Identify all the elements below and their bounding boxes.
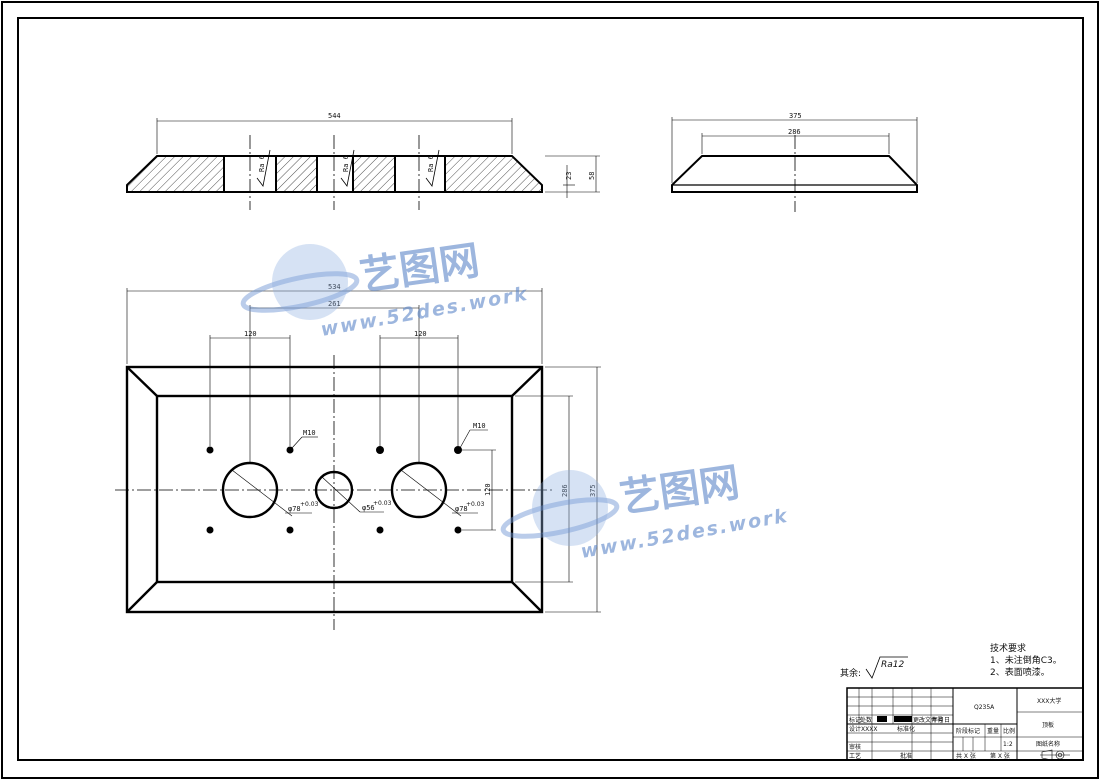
hole-right-diameter: φ78 — [455, 505, 468, 513]
vertical-span-dimension: 120 — [484, 483, 492, 496]
watermark-logo-2: 艺图网 www.52des.work — [500, 460, 790, 563]
section-mid-right — [352, 155, 396, 193]
side-inner-dimension: 286 — [788, 128, 801, 136]
thread-label-right: M10 — [473, 422, 486, 430]
roughness-note-value: Ra12 — [881, 660, 904, 670]
tb-sheet-no: 第 X 张 — [990, 752, 1010, 760]
thread-label-left: M10 — [303, 429, 316, 437]
roughness-note: 其余: Ra12 — [840, 656, 908, 679]
tb-part-name: 顶板 — [1042, 721, 1054, 729]
threaded-hole-6 — [286, 526, 294, 534]
hole-center — [314, 470, 354, 510]
tb-designed-label: 设计 — [849, 725, 861, 733]
threaded-hole-8 — [454, 526, 462, 534]
title-block-text: 标记 处数 更改文件号 年月日 设计 XXXX 标准化 审核 工艺 批准 Q23… — [849, 697, 1061, 760]
hole-left-diameter: φ78 — [288, 505, 301, 513]
threaded-hole-2 — [286, 446, 294, 454]
top-width-dimension: 534 — [328, 283, 341, 291]
tb-process-label: 工艺 — [849, 752, 861, 760]
tb-change-doc-label: 更改文件号 — [913, 716, 943, 724]
tb-approved-label: 批准 — [900, 752, 912, 760]
tb-standard-label: 标准化 — [897, 725, 915, 733]
hole-center-tolerance: +0.03 — [373, 500, 392, 507]
tb-checked-label: 审核 — [849, 743, 861, 751]
hole-center-diameter: φ56 — [362, 504, 375, 512]
hole-left-tolerance: +0.03 — [300, 501, 319, 508]
side-outer-dimension: 375 — [789, 112, 802, 120]
threaded-hole-7 — [376, 526, 384, 534]
section-left — [126, 155, 225, 193]
tech-req-item-2: 2、表面喷漆。 — [990, 666, 1050, 678]
tb-scale-label: 比例 — [1003, 727, 1015, 735]
front-height-dimension: 58 — [588, 172, 596, 180]
tb-designer: XXXX — [861, 726, 877, 733]
tb-scale-value: 1:2 — [1003, 741, 1013, 748]
inner-height-dimension: 286 — [561, 484, 569, 497]
side-view: 375 286 — [671, 112, 918, 212]
tb-sheet-total: 共 X 张 — [956, 752, 976, 760]
tb-weight-label: 重量 — [987, 727, 999, 735]
tb-stage-mark-label: 阶段标记 — [956, 727, 980, 735]
center-span-dimension: 261 — [328, 300, 341, 308]
roughness-label-2: Ra 6 — [342, 155, 350, 172]
watermark-title-2: 艺图网 — [617, 460, 742, 522]
roughness-label-3: Ra 6 — [427, 155, 435, 172]
roughness-note-prefix: 其余: — [840, 667, 861, 679]
threaded-hole-3 — [376, 446, 384, 454]
right-span-dimension: 120 — [414, 330, 427, 338]
left-span-dimension: 120 — [244, 330, 257, 338]
hole-right-tolerance: +0.03 — [466, 501, 485, 508]
tb-mark-label: 标记 — [849, 716, 861, 724]
front-section-view: Ra 6 Ra 6 Ra 6 544 58 23 — [126, 112, 600, 210]
technical-requirements: 技术要求 1、未注倒角C3。 2、表面喷漆。 — [990, 642, 1062, 678]
tb-date-label: 年月日 — [932, 716, 950, 724]
tb-school: XXX大学 — [1037, 697, 1061, 705]
threaded-hole-4 — [454, 446, 462, 454]
roughness-label-1: Ra 6 — [258, 155, 266, 172]
watermark-logo-1: 艺图网 www.52des.work — [240, 238, 530, 341]
tb-count-label: 处数 — [860, 716, 872, 724]
section-right — [444, 155, 543, 193]
watermark-title-1: 艺图网 — [357, 238, 482, 300]
threaded-hole-5 — [206, 526, 214, 534]
hole-left — [221, 461, 279, 519]
section-mid-left — [275, 155, 318, 193]
title-block — [846, 687, 1084, 761]
tech-req-heading: 技术要求 — [990, 642, 1026, 654]
hole-right — [390, 461, 448, 519]
front-step-dimension: 23 — [565, 172, 573, 180]
top-view: 534 261 120 120 M10 M10 φ78 +0.03 φ56 +0… — [115, 283, 601, 630]
threaded-hole-1 — [206, 446, 214, 454]
inner-border — [17, 17, 1084, 761]
tb-material: Q235A — [974, 704, 995, 711]
tech-req-item-1: 1、未注倒角C3。 — [990, 654, 1062, 666]
front-width-dimension: 544 — [328, 112, 341, 120]
outer-height-dimension: 375 — [589, 484, 597, 497]
tb-drawing-no: 图纸名称 — [1036, 740, 1060, 748]
